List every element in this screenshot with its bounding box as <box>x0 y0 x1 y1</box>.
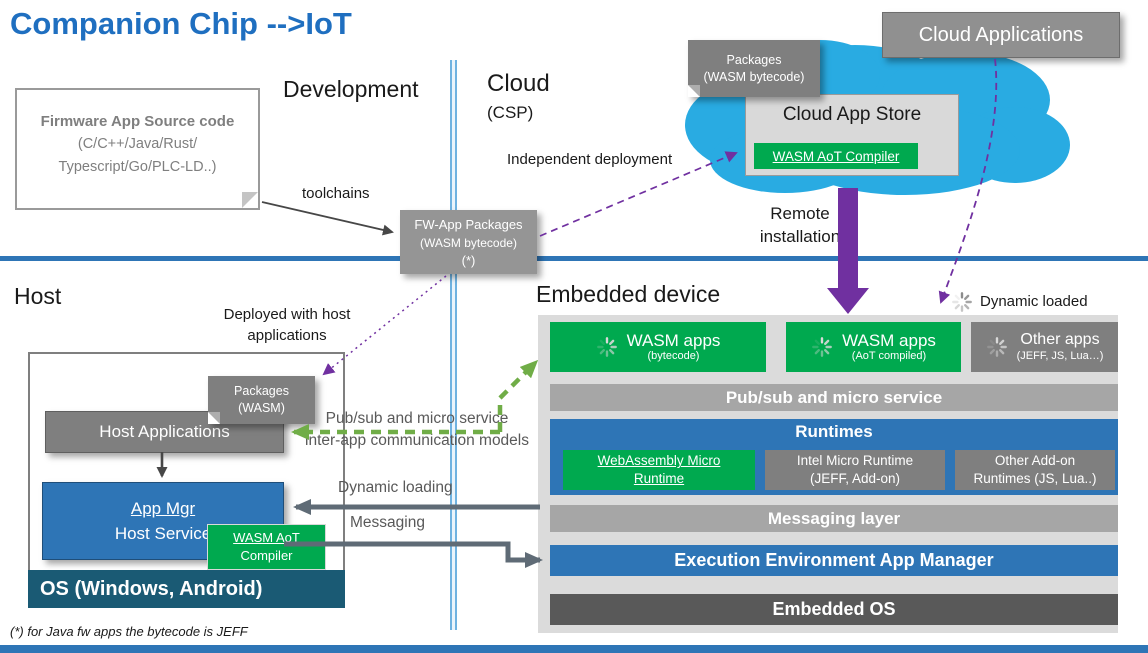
messaging-label: Messaging <box>350 514 425 531</box>
intel-runtime-line1: Intel Micro Runtime <box>796 453 914 469</box>
packages-callout-host: Packages (WASM) <box>208 376 315 424</box>
pubsub-bar: Pub/sub and micro service <box>550 384 1118 411</box>
execution-env-bar: Execution Environment App Manager <box>550 545 1118 576</box>
loading-spinner-icon <box>951 291 973 313</box>
firmware-langs-1: (C/C++/Java/Rust/ <box>77 136 198 153</box>
deployed-line2: applications <box>247 327 327 344</box>
wasm-apps-aot-box: WASM apps (AoT compiled) <box>786 322 961 372</box>
app-box-subtitle: (bytecode) <box>647 350 700 363</box>
pubsub-note-line1: Pub/sub and micro service <box>325 410 509 427</box>
fw-packages-box: FW-App Packages (WASM bytecode) (*) <box>400 210 537 274</box>
firmware-source-box: Firmware App Source code (C/C++/Java/Rus… <box>15 88 260 210</box>
loading-spinner-icon <box>596 336 618 358</box>
remote-installation-label: Remote installation <box>748 203 852 249</box>
wamr-box: WebAssembly Micro Runtime <box>563 450 755 490</box>
fw-packages-line1: FW-App Packages <box>414 217 523 232</box>
packages-cloud-line2: (WASM bytecode) <box>703 69 805 84</box>
page-title: Companion Chip -->IoT <box>10 6 352 41</box>
app-box-title: WASM apps <box>626 330 721 350</box>
other-apps-box: Other apps (JEFF, JS, Lua…) <box>971 322 1118 372</box>
runtimes-section: Runtimes WebAssembly Micro Runtime Intel… <box>550 419 1118 495</box>
host-applications-label: Host Applications <box>99 422 230 441</box>
cloud-applications-label: Cloud Applications <box>918 23 1084 46</box>
section-label-development: Development <box>283 76 419 102</box>
wasm-apps-bytecode-box: WASM apps (bytecode) <box>550 322 766 372</box>
fw-packages-line3: (*) <box>461 253 476 269</box>
footer-bar <box>0 645 1148 653</box>
other-runtimes-line2: Runtimes (JS, Lua..) <box>973 471 1097 486</box>
other-runtimes-line1: Other Add-on <box>994 453 1076 469</box>
fw-packages-line2: (WASM bytecode) <box>420 235 517 250</box>
app-box-title: WASM apps <box>842 330 936 350</box>
firmware-title: Firmware App Source code <box>40 113 235 130</box>
host-wasm-aot-line2: Compiler <box>240 548 293 563</box>
section-label-cloud: Cloud <box>487 70 550 97</box>
packages-cloud-line1: Packages <box>726 52 782 67</box>
loading-spinner-icon <box>986 336 1008 358</box>
loading-spinner-icon <box>811 336 833 358</box>
remote-line2: installation <box>759 226 841 246</box>
section-label-embedded-device: Embedded device <box>536 281 721 307</box>
app-box-subtitle: (JEFF, JS, Lua…) <box>1016 349 1104 362</box>
pubsub-note-line2: inter-app communication models <box>305 432 529 450</box>
section-label-csp: (CSP) <box>487 103 534 122</box>
packages-callout-cloud: Packages (WASM bytecode) <box>688 40 820 97</box>
dynamic-loading-label: Dynamic loading <box>338 479 453 496</box>
embedded-os-bar: Embedded OS <box>550 594 1118 625</box>
deployed-line1: Deployed with host <box>223 306 351 323</box>
independent-deployment-label: Independent deployment <box>507 151 673 168</box>
app-box-subtitle: (AoT compiled) <box>851 350 927 363</box>
divider-horizontal <box>0 256 1148 261</box>
other-runtimes-box: Other Add-on Runtimes (JS, Lua..) <box>955 450 1115 490</box>
divider-vertical <box>450 60 457 630</box>
remote-line1: Remote <box>770 204 830 223</box>
host-os-bar: OS (Windows, Android) <box>28 570 345 608</box>
host-os-label: OS (Windows, Android) <box>40 577 263 600</box>
runtimes-bar: Runtimes <box>795 422 873 441</box>
section-label-host: Host <box>14 283 62 309</box>
embedded-device-panel: WASM apps (bytecode) WASM apps (AoT comp… <box>538 315 1118 633</box>
app-mgr-line1: App Mgr <box>130 498 196 518</box>
firmware-langs-2: Typescript/Go/PLC-LD..) <box>58 158 217 175</box>
cloud-wasm-aot-compiler-label: WASM AoT Compiler <box>772 148 900 164</box>
cloud-wasm-aot-compiler-box: WASM AoT Compiler <box>754 143 918 169</box>
wamr-line2: Runtime <box>633 471 685 486</box>
host-wasm-aot-line1: WASM AoT <box>233 530 300 546</box>
deployed-with-host-label: Deployed with host applications <box>203 304 371 346</box>
cloud-app-store-box: Cloud App Store WASM AoT Compiler <box>745 94 959 176</box>
packages-host-line1: Packages <box>234 384 289 399</box>
cloud-applications-box: Cloud Applications <box>882 12 1120 58</box>
wamr-line1: WebAssembly Micro <box>597 453 721 469</box>
intel-runtime-box: Intel Micro Runtime (JEFF, Add-on) <box>765 450 945 490</box>
messaging-layer-bar: Messaging layer <box>550 505 1118 532</box>
app-box-title: Other apps <box>1020 331 1100 349</box>
host-wasm-aot-box: WASM AoT Compiler <box>207 524 326 570</box>
intel-runtime-line2: (JEFF, Add-on) <box>809 471 901 486</box>
dynamic-loaded-label: Dynamic loaded <box>980 293 1088 310</box>
toolchains-label: toolchains <box>302 185 370 202</box>
app-mgr-line2: Host Service <box>114 524 212 543</box>
footnote: (*) for Java fw apps the bytecode is JEF… <box>10 624 248 639</box>
pubsub-note: Pub/sub and micro service inter-app comm… <box>288 408 546 453</box>
cloud-app-store-label: Cloud App Store <box>782 104 922 125</box>
packages-host-line2: (WASM) <box>238 401 285 415</box>
